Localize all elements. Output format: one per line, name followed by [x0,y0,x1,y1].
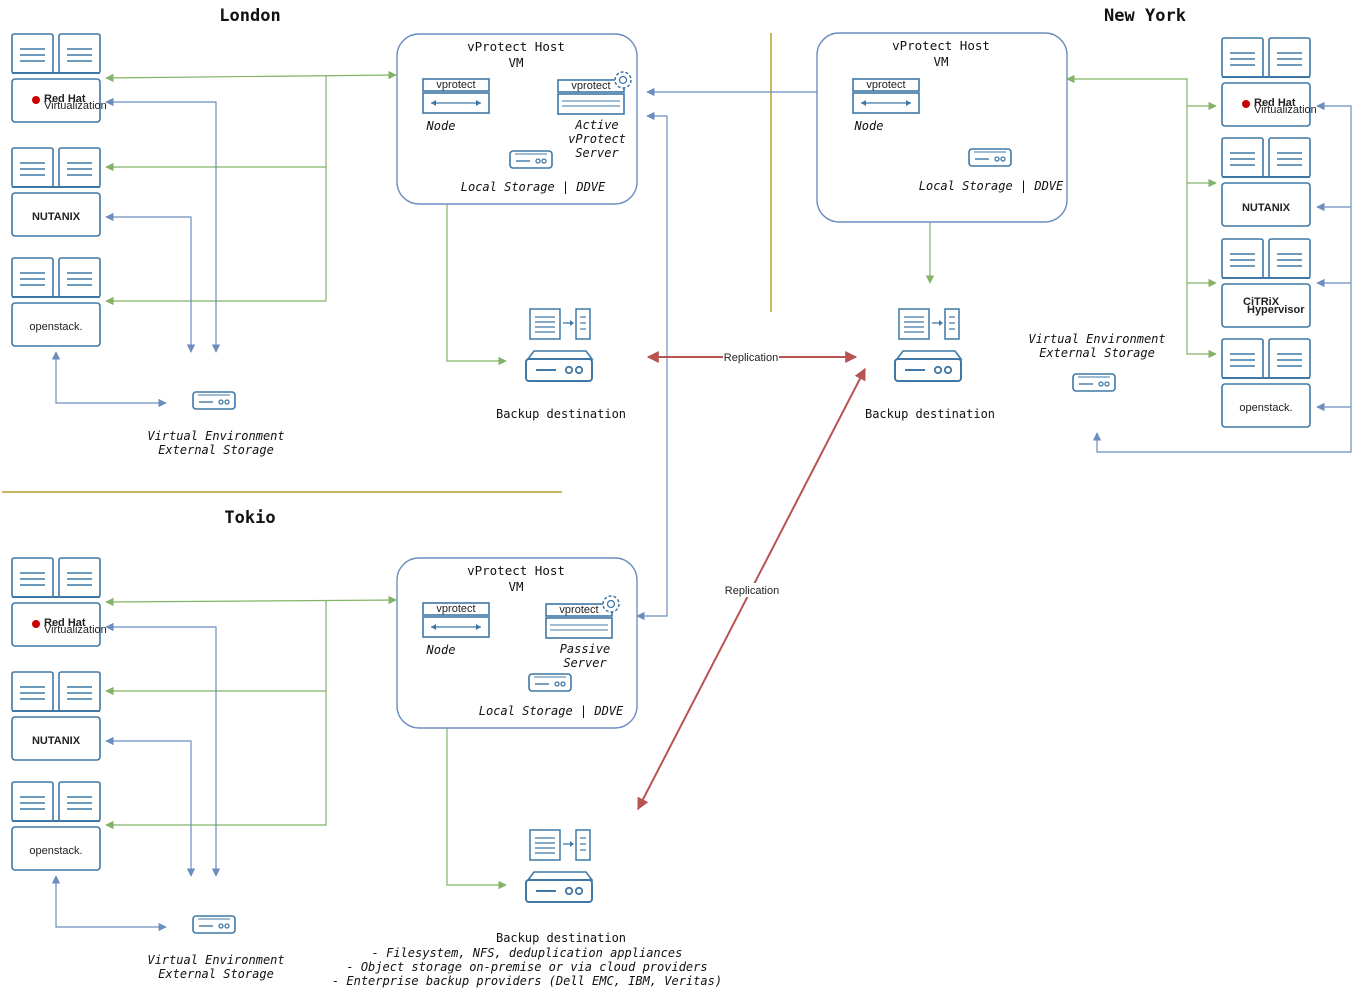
region-title-london: London [219,6,280,26]
local-storage-label: Local Storage | DDVE [479,704,624,718]
local-storage-icon [528,673,572,692]
appliance-badge: vprotect [571,80,610,92]
new-york-vprotect-host: vProtect Host VM vprotect Node Local Sto… [816,32,1068,223]
host-subtitle: VM [508,55,523,70]
london-hypervisor-redhat: Red Hat Virtualization [11,33,107,123]
redhat-logo-icon [1242,100,1250,108]
redhat-logo-subtext: Virtualization [44,100,107,112]
london-vprotect-host: vProtect Host VM vprotect Node vprotect … [396,33,638,205]
redhat-logo-text: Red Hat [1254,97,1296,109]
appliance-badge: vprotect [436,79,475,91]
new-york-hypervisor-nutanix: NUTANIX [1221,137,1311,227]
new-york-hypervisor-openstack: openstack. [1221,338,1311,428]
london-external-storage: Virtual Environment External Storage [147,391,285,457]
server-appliance-icon: vprotect [557,71,632,115]
citrix-logo: CiTRiX [1243,296,1280,308]
new-york-hypervisor-redhat: Red Hat Virtualization [1221,37,1317,127]
tokio-hypervisor-nutanix: NUTANIX [11,671,101,761]
london-hypervisor-openstack: openstack. [11,257,101,347]
tokio-backup-destination: Backup destination - Filesystem, NFS, de… [332,829,722,988]
external-storage-label: Virtual Environment [1028,332,1165,346]
redhat-logo-text: Red Hat [44,93,86,105]
external-storage-sublabel: External Storage [1039,346,1155,360]
backup-destination-label: Backup destination [496,407,626,421]
host-subtitle: VM [933,54,948,69]
host-title: vProtect Host [892,38,990,53]
replication-label-bg [723,350,779,364]
tokio-vprotect-host: vProtect Host VM vprotect Node vprotect … [396,557,638,729]
nutanix-logo: NUTANIX [32,735,81,747]
host-subtitle: VM [508,579,523,594]
host-title: vProtect Host [467,39,565,54]
gear-icon [614,71,632,89]
citrix-logo-subtext: Hypervisor [1247,304,1305,316]
local-storage-label: Local Storage | DDVE [919,179,1064,193]
local-storage-icon [509,150,553,169]
backup-destination-label: Backup destination [496,931,626,945]
external-storage-label: Virtual Environment [147,953,284,967]
replication-label: Replication [724,352,778,364]
london-backup-destination: Backup destination [496,308,626,421]
external-storage-sublabel: External Storage [158,443,274,457]
backup-destination-label: Backup destination [865,407,995,421]
redhat-logo-icon [32,96,40,104]
region-title-new-york: New York [1104,6,1186,26]
replication-label: Replication [725,585,779,597]
server-label: Active [574,118,618,132]
appliance-badge: vprotect [436,603,475,615]
redhat-logo-subtext: Virtualization [1254,104,1317,116]
local-storage-label: Local Storage | DDVE [461,180,606,194]
external-storage-label: Virtual Environment [147,429,284,443]
external-storage-sublabel: External Storage [158,967,274,981]
nutanix-logo: NUTANIX [32,211,81,223]
node-label: Node [854,119,884,133]
node-appliance-icon: vprotect [852,78,920,114]
node-label: Node [426,119,456,133]
redhat-logo-text: Red Hat [44,617,86,629]
openstack-logo: openstack. [29,845,82,857]
server-label: Server [575,146,619,160]
redhat-logo-icon [32,620,40,628]
node-appliance-icon: vprotect [422,602,490,638]
london-hypervisor-nutanix: NUTANIX [11,147,101,237]
appliance-badge: vprotect [866,79,905,91]
backup-detail-line: - Object storage on-premise or via cloud… [346,960,707,974]
openstack-logo: openstack. [1239,402,1292,414]
region-title-tokio: Tokio [224,508,275,528]
appliance-badge: vprotect [559,604,598,616]
openstack-logo: openstack. [29,321,82,333]
backup-detail-line: - Filesystem, NFS, deduplication applian… [372,946,683,960]
new-york-external-storage: Virtual Environment External Storage [1028,332,1166,392]
tokio-hypervisor-redhat: Red Hat Virtualization [11,557,107,647]
server-appliance-icon: vprotect [545,595,620,639]
tokio-hypervisor-openstack: openstack. [11,781,101,871]
nutanix-logo: NUTANIX [1242,202,1291,214]
server-label: Server [563,656,607,670]
host-title: vProtect Host [467,563,565,578]
node-label: Node [426,643,456,657]
new-york-backup-destination: Backup destination [865,308,995,421]
server-label: vProtect [568,132,626,146]
backup-detail-line: - Enterprise backup providers (Dell EMC,… [332,974,722,988]
server-label: Passive [560,642,611,656]
local-storage-icon [968,148,1012,167]
new-york-hypervisor-citrix: CiTRiX Hypervisor [1221,238,1311,328]
gear-icon [602,595,620,613]
replication-label-bg [723,583,781,597]
node-appliance-icon: vprotect [422,78,490,114]
connectors [51,70,1352,932]
redhat-logo-subtext: Virtualization [44,624,107,636]
tokio-external-storage: Virtual Environment External Storage [147,915,285,981]
